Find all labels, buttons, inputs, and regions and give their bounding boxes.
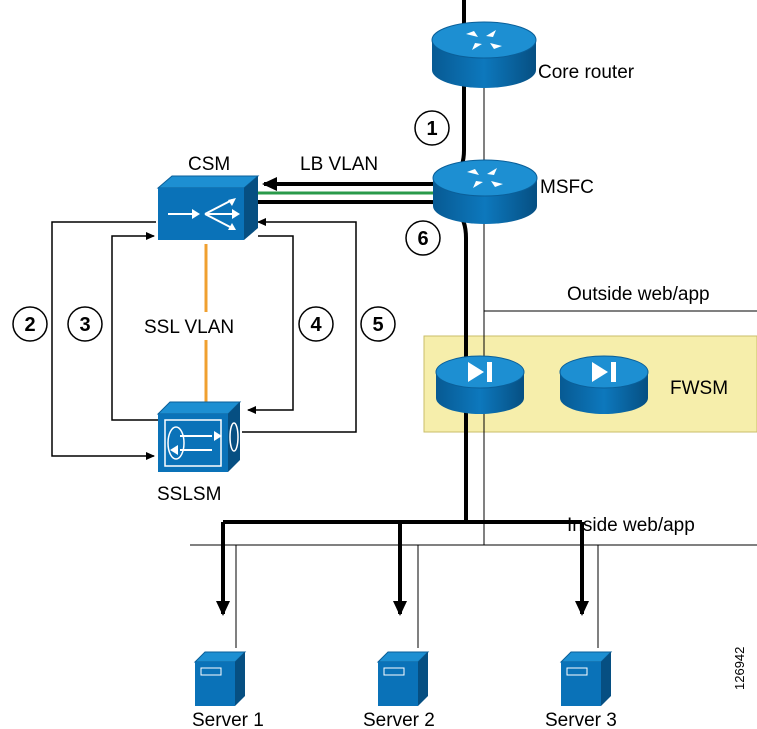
ssl-loops (51, 218, 357, 460)
ssl-vlan-label: SSL VLAN (144, 317, 234, 338)
sslsm-device (156, 401, 242, 472)
switch-icon (156, 175, 260, 240)
loop-step4 (247, 235, 294, 414)
server-1-label: Server 1 (192, 710, 264, 729)
server-icon (193, 651, 247, 706)
fwsm-module-left (435, 355, 525, 414)
server-icon (559, 651, 613, 706)
msfc-device (432, 159, 538, 224)
step-badge-2: 2 (12, 306, 48, 342)
loop-step2 (51, 221, 156, 460)
loop-step3 (111, 232, 158, 421)
firewall-icon (559, 355, 649, 414)
step-badge-6: 6 (405, 220, 441, 256)
core-router-label: Core router (538, 62, 635, 83)
firewall-icon (435, 355, 525, 414)
server-3-label: Server 3 (545, 710, 617, 729)
step-badge-1: 1 (414, 110, 450, 146)
csm-label: CSM (188, 154, 230, 175)
msfc-label: MSFC (540, 177, 594, 198)
step-3-number: 3 (79, 314, 90, 336)
router-icon (432, 159, 538, 224)
main-flow-path (216, 0, 589, 616)
step-badge-4: 4 (298, 306, 334, 342)
inside-segment-label: Inside web/app (567, 515, 695, 536)
router-icon (431, 21, 537, 88)
fwsm-module-right (559, 355, 649, 414)
figure-id: 126942 (732, 647, 747, 690)
network-segments (190, 60, 757, 648)
ssl-vlan-label-bg (142, 312, 262, 340)
server-1 (193, 651, 247, 706)
step-1-number: 1 (426, 118, 437, 140)
server-icon (376, 651, 430, 706)
server-3 (559, 651, 613, 706)
csm-device (156, 175, 260, 240)
core-router-device (431, 21, 537, 88)
ssl-module-icon (156, 401, 242, 472)
step-4-number: 4 (310, 314, 322, 336)
loop-step5 (242, 218, 357, 433)
fwsm-label: FWSM (670, 378, 728, 399)
sslsm-label: SSLSM (157, 484, 221, 505)
outside-segment-label: Outside web/app (567, 284, 710, 305)
step-5-number: 5 (372, 314, 383, 336)
step-badge-5: 5 (360, 306, 396, 342)
step-6-number: 6 (417, 228, 428, 250)
lb-vlan-label: LB VLAN (300, 154, 378, 175)
step-2-number: 2 (24, 314, 35, 336)
server-2-label: Server 2 (363, 710, 435, 729)
server-2 (376, 651, 430, 706)
step-badge-3: 3 (67, 306, 103, 342)
